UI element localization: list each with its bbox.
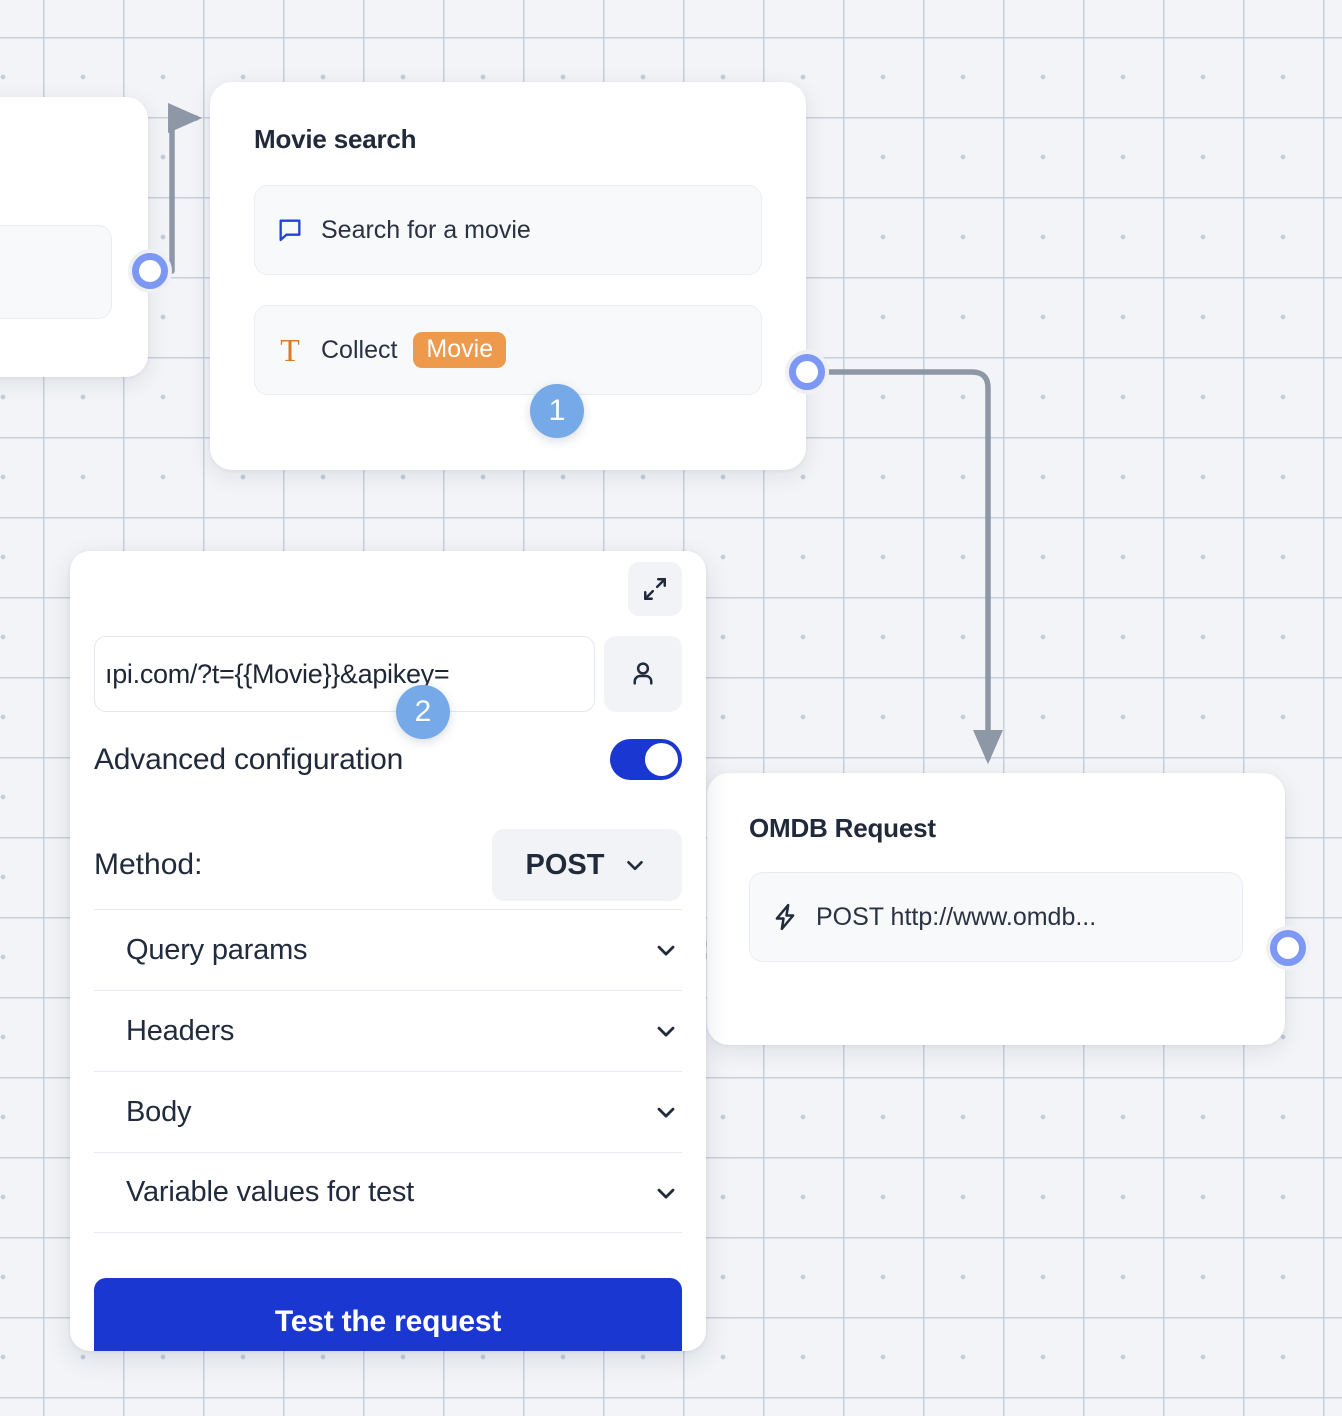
method-label: Method: [94, 848, 203, 881]
request-config-panel[interactable]: Advanced configuration Method: POST Quer… [70, 551, 706, 1351]
chevron-down-icon[interactable] [652, 1179, 680, 1207]
method-select-value: POST [525, 848, 605, 881]
method-select[interactable]: POST [492, 829, 682, 901]
variable-chip-movie[interactable]: Movie [413, 331, 507, 369]
chevron-down-icon[interactable] [652, 936, 680, 964]
request-url-row[interactable] [94, 636, 682, 712]
section-body-label: Body [126, 1095, 192, 1128]
section-headers-label: Headers [126, 1014, 235, 1047]
previous-node-row[interactable] [0, 225, 112, 319]
section-variable-values-for-test-label: Variable values for test [126, 1176, 415, 1208]
connector-port-movie-search[interactable] [785, 350, 829, 394]
test-the-request-button[interactable]: Test the request [94, 1278, 682, 1351]
advanced-configuration-label: Advanced configuration [94, 742, 404, 776]
omdb-request-title: OMDB Request [749, 813, 936, 843]
movie-search-node[interactable]: Movie search Search for a movie T Collec… [210, 82, 806, 470]
movie-search-title: Movie search [254, 124, 417, 154]
text-T-icon: T [280, 332, 300, 368]
request-sections-accordion: Query params Headers Body [94, 909, 682, 1233]
chevron-down-icon[interactable] [652, 1098, 680, 1126]
person-icon [633, 662, 653, 685]
step-badge-1: 1 [530, 384, 584, 438]
section-body[interactable]: Body [94, 1071, 682, 1152]
chevron-down-icon[interactable] [652, 1017, 680, 1045]
section-query-params[interactable]: Query params [94, 909, 682, 990]
section-headers[interactable]: Headers [94, 990, 682, 1071]
movie-search-row-search-label: Search for a movie [321, 215, 531, 244]
edge-prev-to-movie-search [168, 102, 203, 274]
omdb-request-row[interactable]: POST http://www.omdb... [749, 872, 1243, 962]
person-icon-button[interactable] [604, 636, 682, 712]
section-variable-values-for-test[interactable]: Variable values for test [94, 1152, 682, 1233]
movie-search-row-search[interactable]: Search for a movie [254, 185, 762, 275]
edge-movie-search-to-omdb [827, 369, 1004, 765]
advanced-configuration-row: Advanced configuration [94, 739, 682, 780]
lightning-bolt-icon [770, 902, 800, 932]
movie-search-row-collect-label: Collect [321, 335, 398, 364]
connector-port-omdb[interactable] [1266, 926, 1310, 970]
speech-bubble-icon [275, 215, 305, 245]
expand-diagonal-icon[interactable] [628, 562, 682, 616]
advanced-configuration-toggle[interactable] [610, 739, 682, 780]
step-badge-2: 2 [396, 685, 450, 739]
method-row: Method: POST [94, 829, 682, 901]
previous-node-card[interactable] [0, 97, 148, 377]
section-query-params-label: Query params [126, 933, 308, 966]
omdb-request-node[interactable]: OMDB Request POST http://www.omdb... [707, 773, 1285, 1045]
connector-port-previous[interactable] [128, 249, 172, 293]
movie-search-row-collect[interactable]: T Collect Movie [254, 305, 762, 395]
chevron-down-icon [622, 852, 648, 878]
request-url-input[interactable] [94, 636, 595, 712]
omdb-request-row-label: POST http://www.omdb... [816, 902, 1097, 931]
